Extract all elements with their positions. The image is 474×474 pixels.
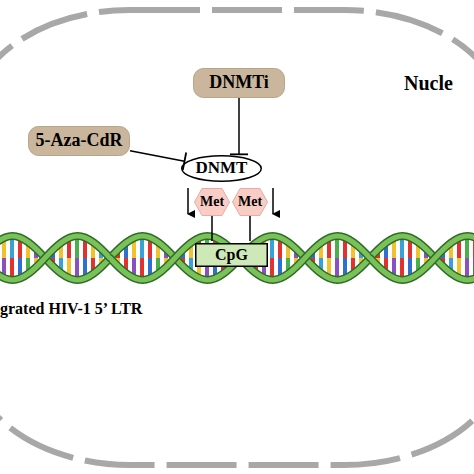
- decrease-arrow: [187, 188, 189, 214]
- drug-box: 5-Aza-CdR: [28, 126, 130, 156]
- drug-box-fill: [194, 69, 285, 98]
- connector-line: [249, 216, 251, 241]
- connector-line: [211, 216, 213, 241]
- node-text: DNMT: [196, 159, 248, 178]
- bond-line: [250, 216, 251, 241]
- inhibition-connector: [230, 98, 248, 154]
- bond-line: [212, 216, 213, 241]
- node-text: CpG: [215, 246, 248, 264]
- enzyme-ellipse: DNMT: [181, 155, 262, 182]
- drug-box-fill: [29, 127, 130, 156]
- methyl-hexagon-fill: [233, 189, 268, 216]
- connector-line: [238, 98, 240, 154]
- inhibition-bar: [230, 153, 248, 155]
- methyl-hexagon: Met: [232, 188, 268, 216]
- node-text: DNMTi: [209, 73, 269, 93]
- methyl-hexagon: Met: [194, 188, 230, 216]
- connector-line: [130, 151, 184, 162]
- cpg-box: CpG: [195, 243, 268, 267]
- enzyme-ellipse-outline: [182, 156, 262, 182]
- inhibition-connector: [130, 151, 186, 170]
- node-text: Met: [238, 194, 262, 209]
- methyl-hexagon-fill: [195, 189, 230, 216]
- dna-label: grated HIV-1 5’ LTR: [0, 300, 142, 318]
- node-text: Met: [200, 194, 224, 209]
- node-text: 5-Aza-CdR: [36, 131, 123, 151]
- drug-box: DNMTi: [193, 68, 285, 98]
- nucleus-outline: [0, 10, 474, 465]
- cpg-box-fill: [196, 244, 268, 267]
- decrease-arrow: [272, 188, 274, 214]
- dna-helix: [0, 226, 474, 290]
- compartment-label: Nucle: [404, 72, 453, 95]
- inhibition-bar: [183, 153, 186, 171]
